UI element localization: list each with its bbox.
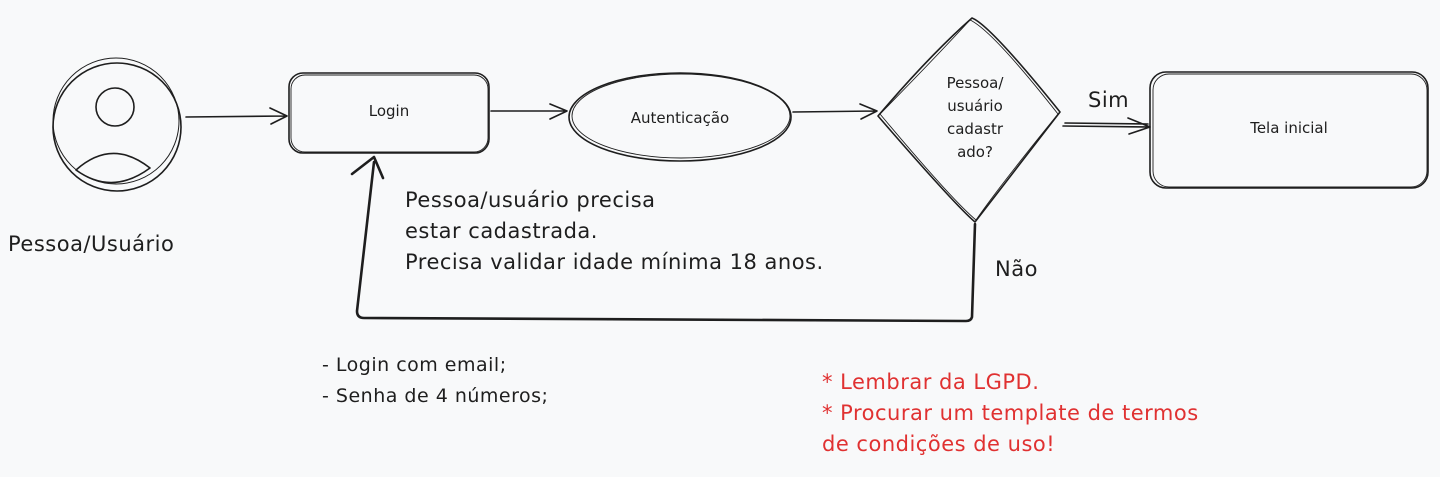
auth-ellipse — [568, 72, 792, 162]
note-line: estar cadastrada. — [405, 219, 598, 243]
edge-yes-label: Sim — [1088, 88, 1130, 112]
reminders-note: * Lembrar da LGPD. * Procurar um templat… — [822, 367, 1199, 460]
login-rules-note: - Login com email; - Senha de 4 números; — [322, 350, 548, 412]
edge-no-label: Não — [995, 257, 1038, 281]
decision-label: Pessoa/ usuário cadastr ado? — [910, 72, 1040, 164]
note-line: Precisa validar idade mínima 18 anos. — [405, 250, 824, 274]
arrow-actor-to-login — [185, 107, 288, 125]
arrow-no-loop — [350, 155, 977, 323]
actor-label: Pessoa/Usuário — [8, 232, 175, 256]
home-box — [1149, 71, 1429, 189]
note-line: * Procurar um template de termos — [822, 401, 1199, 425]
decision-line: Pessoa/ — [946, 74, 1004, 92]
arrow-yes — [1062, 117, 1151, 135]
requirements-note: Pessoa/usuário precisa estar cadastrada.… — [405, 185, 824, 278]
decision-line: usuário — [947, 97, 1003, 115]
decision-diamond — [877, 17, 1061, 223]
home-label: Tela inicial — [1250, 119, 1328, 137]
arrow-login-to-auth — [490, 103, 568, 120]
note-line: * Lembrar da LGPD. — [822, 370, 1040, 394]
note-line: - Login com email; — [322, 354, 507, 376]
note-line: de condições de uso! — [822, 432, 1056, 456]
decision-line: ado? — [957, 143, 993, 161]
auth-label: Autenticação — [630, 109, 730, 127]
login-box — [288, 72, 490, 154]
arrow-auth-to-decision — [792, 103, 878, 120]
login-label: Login — [368, 102, 410, 120]
decision-line: cadastr — [946, 120, 1003, 138]
note-line: - Senha de 4 números; — [322, 385, 549, 407]
note-line: Pessoa/usuário precisa — [405, 188, 656, 212]
user-actor-icon — [52, 57, 182, 192]
